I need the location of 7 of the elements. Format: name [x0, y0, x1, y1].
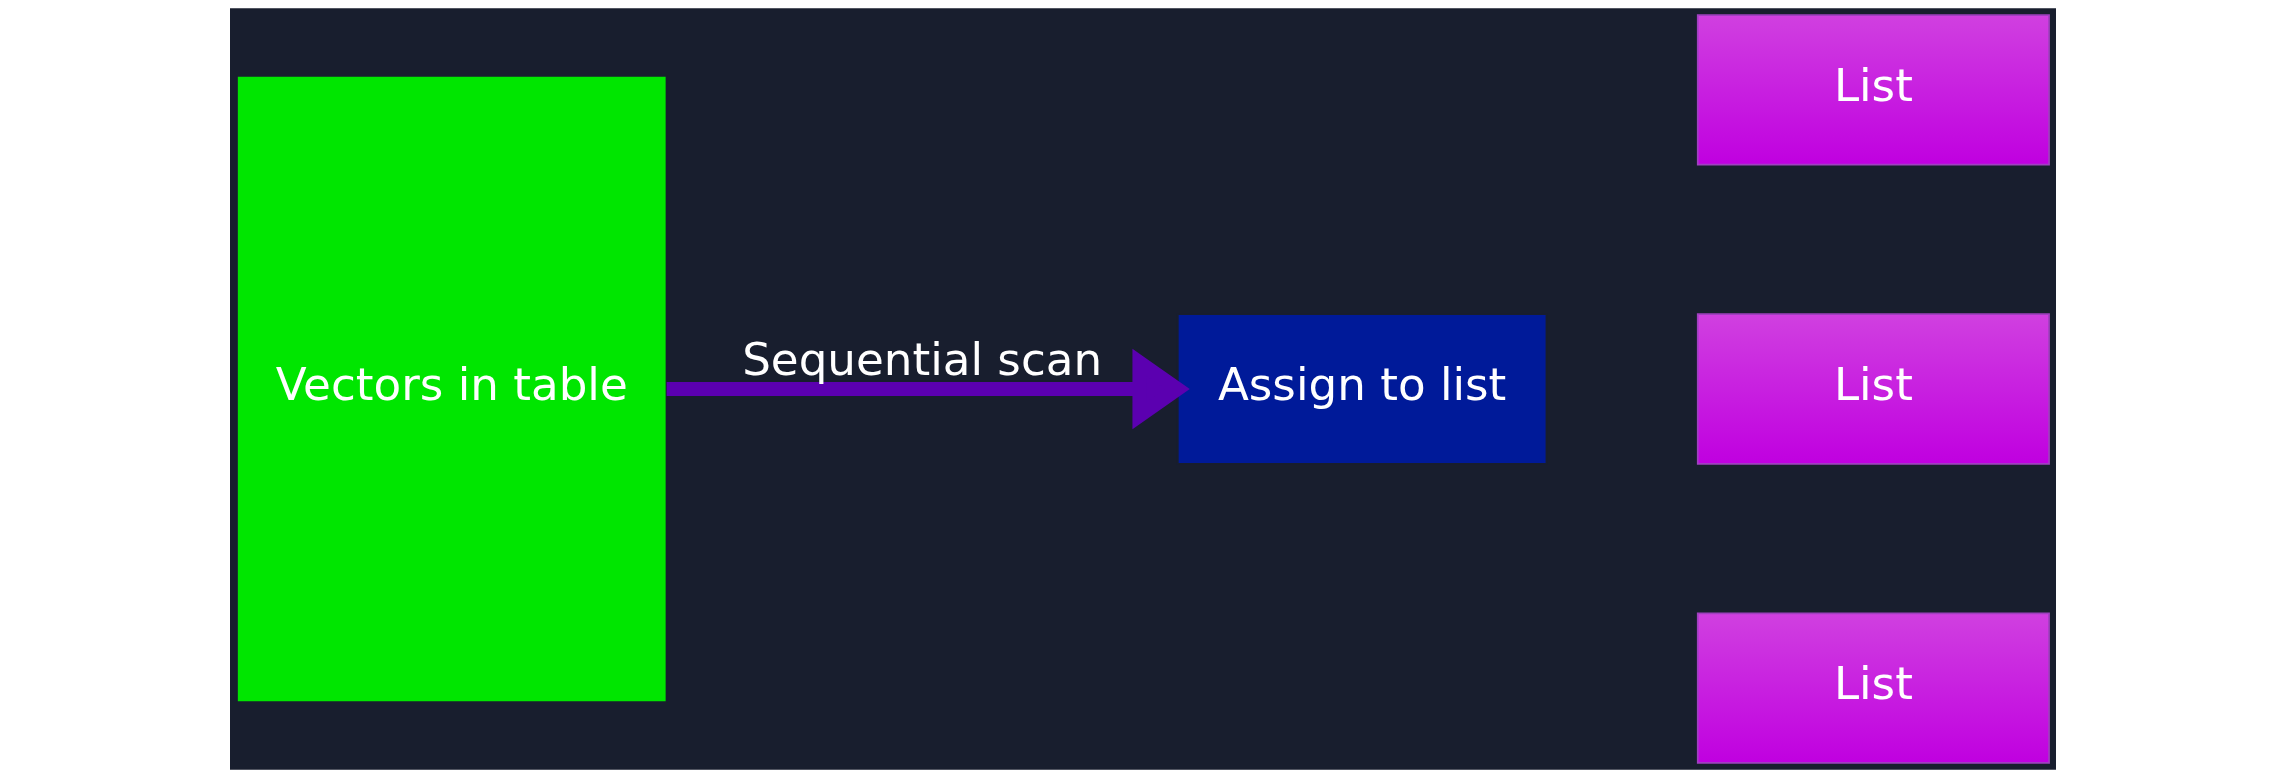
node-box: List [1696, 14, 2050, 166]
arrow [666, 348, 1190, 430]
node-box: List [1696, 313, 2050, 465]
node-box: Assign to list [1176, 313, 1547, 465]
node-box: List [1696, 612, 2050, 764]
edge-label: Sequential scan [741, 332, 1102, 386]
node-box: Vectors in table [235, 75, 667, 703]
